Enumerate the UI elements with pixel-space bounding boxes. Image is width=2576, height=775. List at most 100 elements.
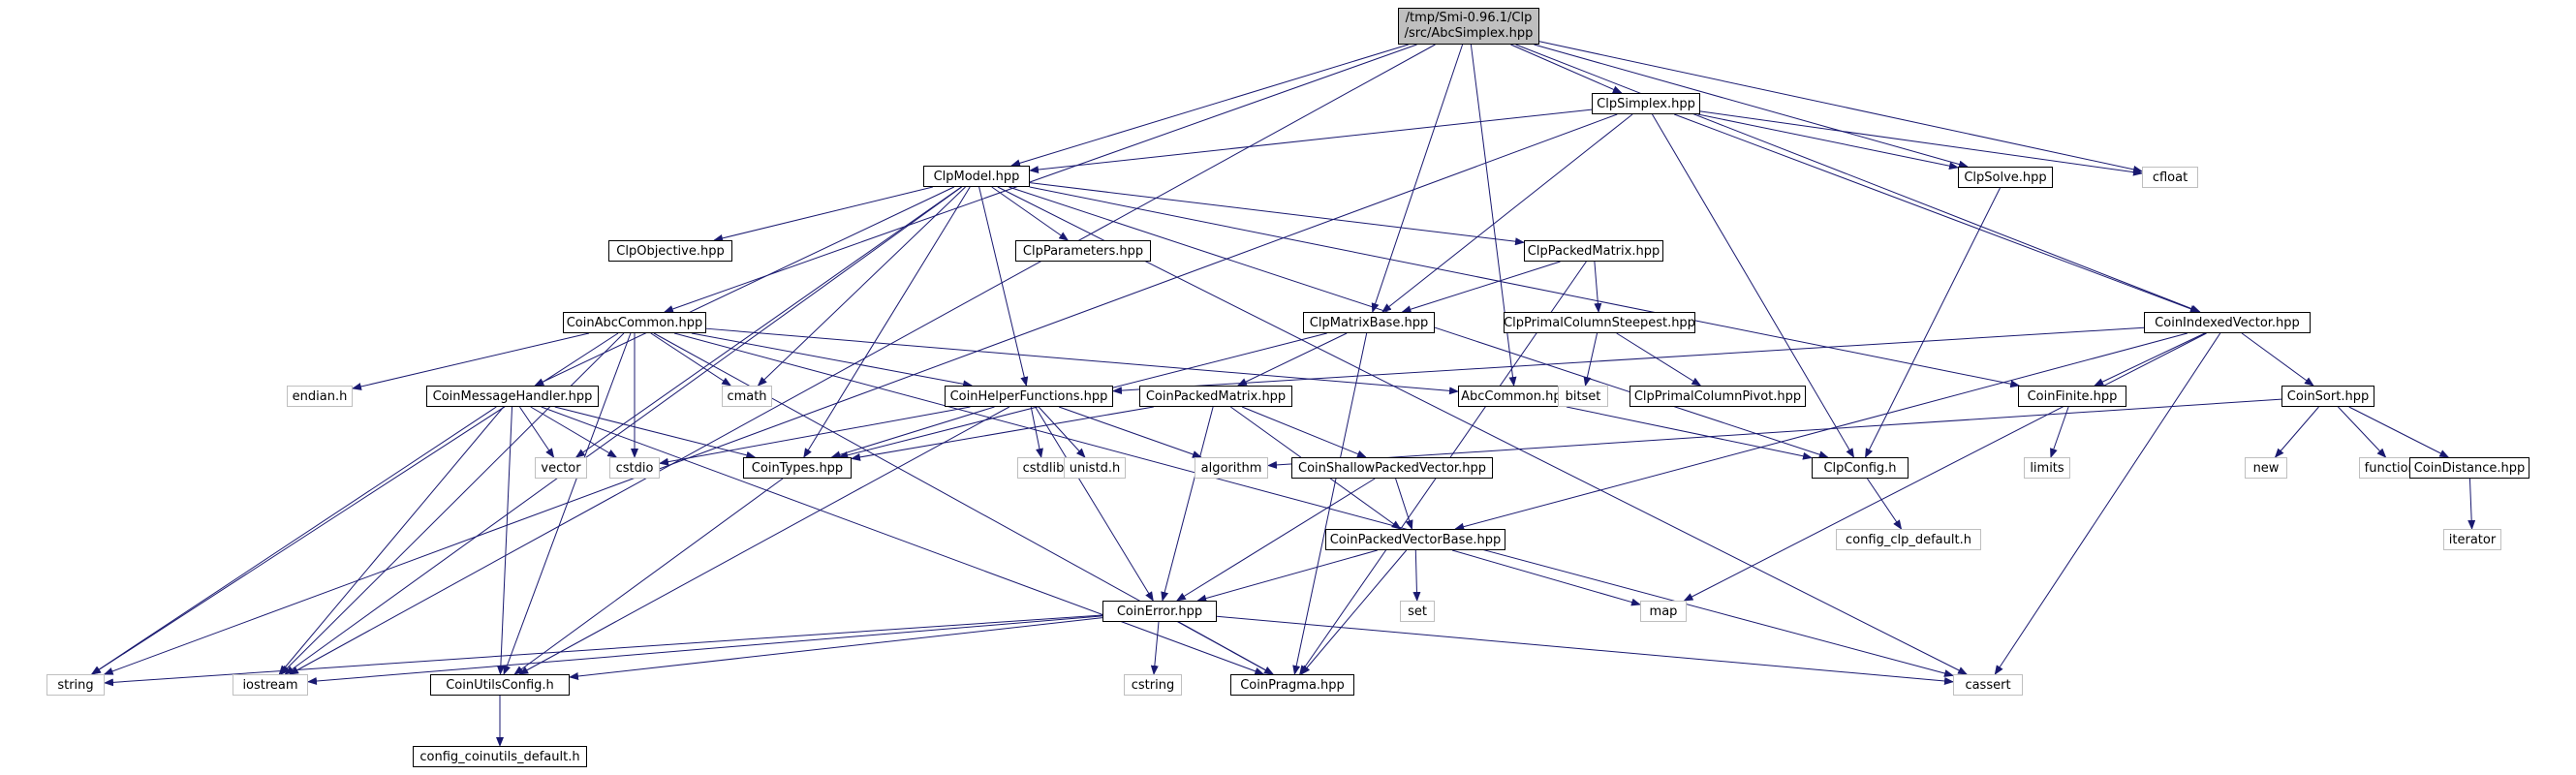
node-cointypes[interactable]: CoinTypes.hpp xyxy=(743,457,852,479)
edge-clpmodel-to-clpparameters xyxy=(991,186,1070,241)
node-algorithm: algorithm xyxy=(1195,457,1268,479)
edge-clpmodel-to-coinfinite xyxy=(1029,186,2021,388)
node-coinpackedvectorbase[interactable]: CoinPackedVectorBase.hpp xyxy=(1325,529,1505,550)
node-clpprimalcolumnsteepest[interactable]: ClpPrimalColumnSteepest.hpp xyxy=(1504,312,1695,333)
edge-coinsort-to-new xyxy=(2274,406,2319,458)
node-clpmodel[interactable]: ClpModel.hpp xyxy=(923,166,1030,187)
edge-clpsolve-to-clpconfig xyxy=(1865,187,2001,458)
edge-coinindexedvector-to-coinsort xyxy=(2241,332,2314,387)
edge-coinhelperfunctions-to-coinutilsconfig xyxy=(518,406,1010,675)
node-map: map xyxy=(1640,601,1687,622)
edge-root-to-clpsimplex xyxy=(1510,44,1623,94)
node-unistd: unistd.h xyxy=(1064,457,1126,479)
edge-coinindexedvector-to-map xyxy=(1683,332,2207,602)
node-coinabccommon[interactable]: CoinAbcCommon.hpp xyxy=(563,312,706,333)
node-clpprimalcolumnpivot[interactable]: ClpPrimalColumnPivot.hpp xyxy=(1629,386,1806,407)
edge-clpmodel-to-cassert xyxy=(997,186,1969,675)
edge-coinhelperfunctions-to-algorithm xyxy=(1058,406,1202,458)
node-clpparameters[interactable]: ClpParameters.hpp xyxy=(1015,240,1151,262)
edge-coinhelperfunctions-to-unistd xyxy=(1038,406,1086,458)
edge-root-to-iostream xyxy=(289,44,1436,675)
node-clpobjective[interactable]: ClpObjective.hpp xyxy=(608,240,732,262)
edge-cointypes-to-coinutilsconfig xyxy=(513,478,784,675)
edge-coinpackedmatrix-to-coinerror xyxy=(1161,406,1214,602)
edge-clpmodel-to-vector xyxy=(574,186,962,458)
edge-clpmatrixbase-to-coinpragma xyxy=(1292,332,1368,675)
root-label-line1: /tmp/Smi-0.96.1/Clp xyxy=(1405,11,1533,25)
edge-clpmatrixbase-to-coinpackedmatrix xyxy=(1236,332,1348,387)
node-clppackedmatrix[interactable]: ClpPackedMatrix.hpp xyxy=(1524,240,1663,262)
node-coinpackedmatrix[interactable]: CoinPackedMatrix.hpp xyxy=(1139,386,1292,407)
node-coinerror[interactable]: CoinError.hpp xyxy=(1102,601,1217,622)
edge-coinsort-to-coindistance xyxy=(2348,406,2450,458)
edge-root-to-cfloat xyxy=(1538,41,2143,173)
edge-clpconfig-to-configclpdefault xyxy=(1867,478,1903,530)
edge-coinmessagehandler-to-string xyxy=(90,406,497,675)
edge-clpmodel-to-clpobjective xyxy=(713,186,933,242)
edge-clpmodel-to-iostream xyxy=(284,186,963,675)
node-iostream: iostream xyxy=(233,674,308,696)
edge-coinindexedvector-to-cassert xyxy=(1994,332,2221,675)
node-clpmatrixbase[interactable]: ClpMatrixBase.hpp xyxy=(1303,312,1435,333)
edge-root-to-clpmodel xyxy=(1010,44,1409,168)
edge-coinerror-to-iostream xyxy=(307,615,1103,686)
node-clpsolve[interactable]: ClpSolve.hpp xyxy=(1958,167,2053,188)
node-coinmessagehandler[interactable]: CoinMessageHandler.hpp xyxy=(426,386,599,407)
edge-root-to-clpsolve xyxy=(1534,44,1969,169)
node-endian: endian.h xyxy=(287,386,353,407)
edge-coinhelperfunctions-to-cstdlib xyxy=(1030,406,1043,458)
edge-clppackedmatrix-to-clpprimalcolumnsteepest xyxy=(1594,261,1602,313)
node-coinsort[interactable]: CoinSort.hpp xyxy=(2281,386,2374,407)
edge-coinpackedvectorbase-to-set xyxy=(1412,549,1421,602)
node-cstdio: cstdio xyxy=(609,457,660,479)
node-abccommon[interactable]: AbcCommon.hpp xyxy=(1458,386,1572,407)
root-label-line2: /src/AbcSimplex.hpp xyxy=(1404,26,1534,41)
edge-coinmessagehandler-to-iostream xyxy=(278,406,505,675)
edge-coinfinite-to-limits xyxy=(2050,406,2069,458)
node-coinhelperfunctions[interactable]: CoinHelperFunctions.hpp xyxy=(945,386,1113,407)
edge-clpprimalcolumnsteepest-to-bitset xyxy=(1583,332,1598,387)
edge-coinpackedvectorbase-to-coinerror xyxy=(1196,549,1378,603)
node-root: /tmp/Smi-0.96.1/Clp/src/AbcSimplex.hpp xyxy=(1398,8,1539,45)
edge-clpsimplex-to-string xyxy=(103,113,1618,675)
node-limits: limits xyxy=(2024,457,2070,479)
node-configcoinutilsdefault[interactable]: config_coinutils_default.h xyxy=(413,746,587,767)
node-bitset: bitset xyxy=(1558,386,1608,407)
edge-coinpackedmatrix-to-coinshallowpackedvector xyxy=(1241,406,1367,458)
edge-root-to-clpmatrixbase xyxy=(1371,44,1464,313)
edge-coinmessagehandler-to-cstdio xyxy=(530,406,618,458)
node-set: set xyxy=(1400,601,1435,622)
node-cfloat: cfloat xyxy=(2142,167,2198,188)
edge-coinabccommon-to-cassert xyxy=(673,332,1954,677)
node-cstring: cstring xyxy=(1124,674,1182,696)
node-clpsimplex[interactable]: ClpSimplex.hpp xyxy=(1592,93,1700,114)
edge-clpsimplex-to-cfloat xyxy=(1699,110,2143,176)
node-cassert: cassert xyxy=(1953,674,2023,696)
edge-coinmessagehandler-to-coinutilsconfig xyxy=(496,406,513,675)
edge-root-to-coinabccommon xyxy=(664,44,1417,313)
edge-coinhelperfunctions-to-coinerror xyxy=(1035,406,1154,602)
edge-coinindexedvector-to-coinfinite xyxy=(2094,332,2206,387)
edge-coinabccommon-to-cmath xyxy=(650,332,732,387)
node-clpconfig[interactable]: ClpConfig.h xyxy=(1812,457,1909,479)
edge-coinerror-to-coinutilsconfig xyxy=(569,617,1103,680)
edge-coinshallowpackedvector-to-coinerror xyxy=(1175,478,1376,602)
edge-clpsimplex-to-clpsolve xyxy=(1697,113,1959,170)
edge-coinindexedvector-to-coinhelperfunctions xyxy=(1112,326,2145,395)
edge-coinhelperfunctions-to-cstdio xyxy=(659,406,971,466)
edge-clpmodel-to-cointypes xyxy=(803,186,971,458)
node-coinshallowpackedvector[interactable]: CoinShallowPackedVector.hpp xyxy=(1291,457,1493,479)
node-coinpragma[interactable]: CoinPragma.hpp xyxy=(1230,674,1354,696)
edge-coinabccommon-to-abccommon xyxy=(705,327,1459,395)
edge-coinsort-to-algorithm xyxy=(1267,398,2282,469)
edge-coinmessagehandler-to-coinpragma xyxy=(541,406,1265,675)
node-coinindexedvector[interactable]: CoinIndexedVector.hpp xyxy=(2144,312,2311,333)
edge-clpsimplex-to-coinindexedvector xyxy=(1674,113,2200,313)
node-coinutilsconfig[interactable]: CoinUtilsConfig.h xyxy=(430,674,570,696)
node-coindistance[interactable]: CoinDistance.hpp xyxy=(2409,457,2529,479)
edge-coinabccommon-to-coinhelperfunctions xyxy=(691,332,974,388)
edge-coinerror-to-string xyxy=(104,614,1103,687)
edge-coinerror-to-cassert xyxy=(1216,615,1954,685)
node-string: string xyxy=(47,674,105,696)
node-coinfinite[interactable]: CoinFinite.hpp xyxy=(2018,386,2126,407)
